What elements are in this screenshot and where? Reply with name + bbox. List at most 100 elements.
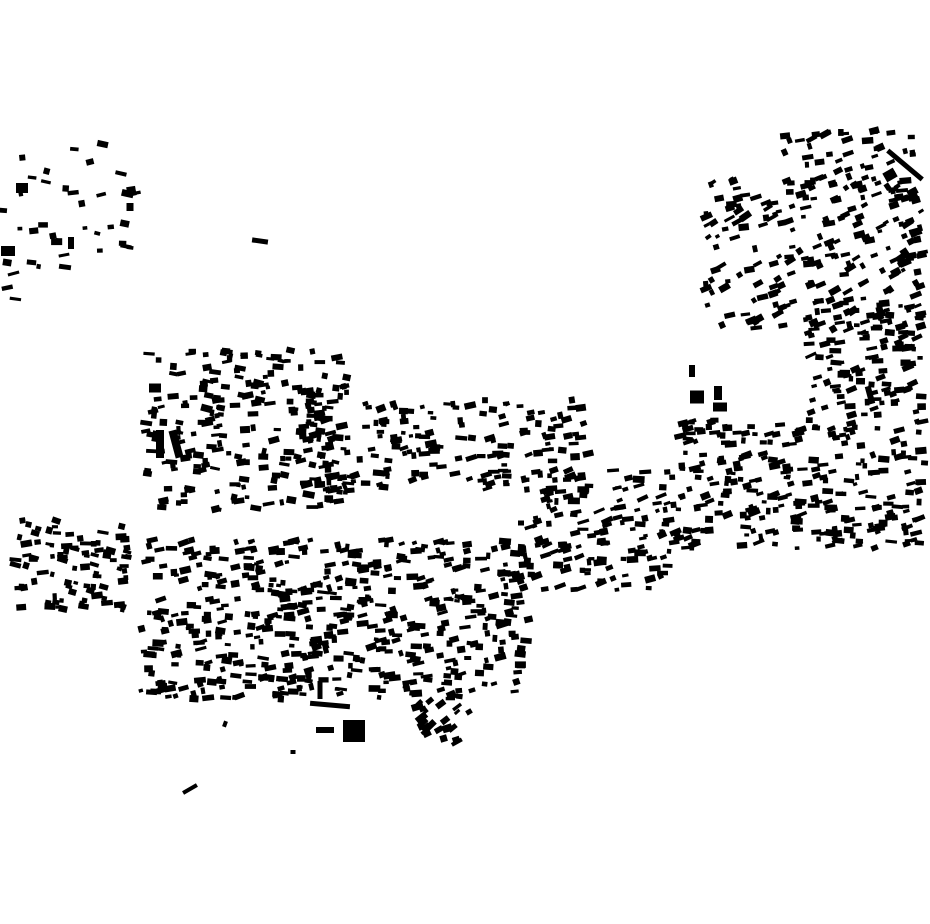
building (322, 487, 329, 492)
building (620, 582, 632, 588)
building (332, 677, 342, 681)
building (399, 614, 408, 622)
building (209, 546, 220, 555)
building (776, 281, 787, 290)
building (584, 483, 594, 489)
building (1, 284, 14, 291)
building (778, 503, 785, 508)
building (269, 577, 277, 583)
building (257, 655, 270, 661)
building (425, 696, 435, 706)
building (378, 688, 386, 693)
building (156, 685, 169, 695)
building (742, 481, 752, 490)
building (860, 194, 866, 201)
building (277, 685, 285, 692)
building (155, 357, 162, 363)
building (577, 527, 589, 531)
building (829, 252, 838, 260)
building (445, 689, 457, 698)
building (433, 554, 445, 559)
building (150, 411, 158, 419)
building (79, 563, 91, 571)
building (827, 243, 835, 252)
building (407, 408, 415, 415)
building (209, 598, 221, 605)
building (267, 435, 280, 445)
building (497, 443, 508, 450)
building (295, 457, 307, 465)
building (250, 644, 255, 650)
building (177, 538, 190, 548)
building (762, 203, 774, 213)
building (322, 574, 330, 581)
building (875, 373, 886, 382)
building (735, 271, 744, 279)
building (845, 384, 858, 395)
building (865, 494, 877, 499)
building (498, 537, 512, 546)
building (759, 440, 767, 445)
building (845, 419, 857, 428)
building (682, 526, 693, 535)
building (906, 480, 916, 487)
building (579, 419, 588, 427)
building (157, 607, 170, 615)
building (714, 194, 725, 203)
building (463, 557, 471, 564)
building (139, 419, 153, 427)
building (738, 223, 750, 232)
building (309, 477, 317, 481)
building (344, 389, 349, 395)
building (165, 459, 178, 465)
building (96, 139, 109, 149)
building (454, 598, 460, 603)
building (799, 204, 812, 211)
building (828, 181, 838, 189)
building (28, 556, 38, 562)
building (891, 449, 897, 456)
building (743, 214, 751, 220)
building (672, 534, 685, 543)
building (812, 297, 824, 306)
building (560, 414, 573, 424)
building (914, 282, 926, 291)
building (548, 466, 559, 475)
building (732, 430, 742, 435)
building (752, 259, 763, 268)
building (184, 485, 196, 491)
building (721, 226, 729, 232)
building (304, 678, 313, 684)
building (866, 312, 876, 319)
building (410, 547, 422, 555)
building (811, 258, 822, 267)
building (324, 495, 334, 502)
building (832, 166, 844, 176)
building (893, 338, 904, 347)
building (365, 404, 373, 410)
building (316, 606, 326, 612)
building (826, 425, 836, 433)
building (20, 539, 33, 548)
building (694, 474, 702, 481)
building (717, 459, 727, 466)
building (395, 557, 406, 564)
building (699, 490, 712, 501)
building (637, 549, 649, 557)
building (168, 429, 184, 459)
building (177, 575, 190, 585)
building (307, 537, 314, 543)
building (639, 469, 652, 475)
building (261, 661, 269, 668)
building (332, 433, 344, 442)
building (902, 508, 910, 514)
building (62, 547, 70, 555)
building (145, 542, 153, 550)
building (765, 507, 771, 515)
building (794, 546, 800, 551)
building (803, 329, 813, 337)
building (279, 498, 285, 506)
building (834, 453, 844, 460)
building (658, 484, 667, 491)
building (411, 689, 423, 698)
